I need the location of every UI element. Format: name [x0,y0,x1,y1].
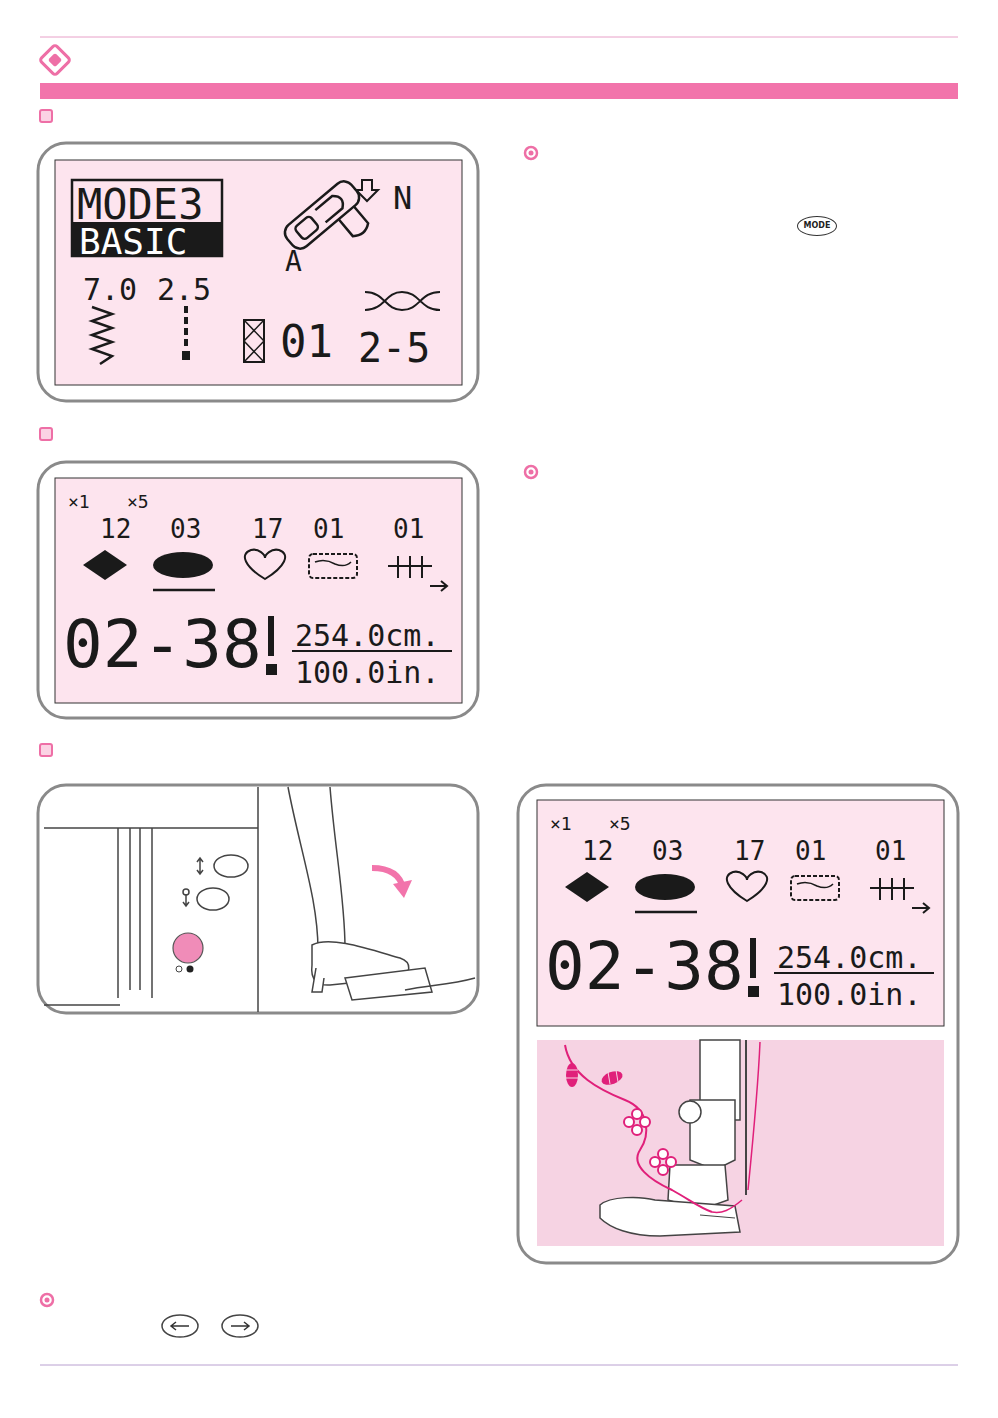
lcd-readout: MODE3 [77,184,203,226]
lcd-readout: ×5 [127,493,149,511]
lcd-readout: 254.0cm. [777,943,922,973]
lcd-screen: ×1 12 ×5 03 17 01 01 02-38 254.0cm. 100.0in. [55,478,462,703]
lcd-readout: N [393,182,412,214]
lcd-readout: ×5 [609,815,631,833]
mode-button: MODE [797,216,837,236]
lcd-readout: 2.5 [157,275,211,305]
lcd-readout: ×1 [550,815,572,833]
lcd-readout: 100.0in. [295,658,440,688]
lcd-readout: 01 [875,838,906,864]
lcd-readout: 03 [652,838,683,864]
lcd-readout: 12 [582,838,613,864]
lcd-readout: BASIC [79,224,187,260]
lcd-screen: MODE3BASIC N A 7.0 2.5 01 2-5 [55,160,462,385]
lcd-readout: 17 [252,516,283,542]
lcd-readout: 02-38 [545,934,744,1000]
lcd-readout: 12 [100,516,131,542]
lcd-readout: 100.0in. [777,980,922,1010]
lcd-readout: 01 [795,838,826,864]
lcd-readout: 01 [280,320,333,364]
button-label: MODE [804,222,831,230]
lcd-screen: ×1 12 ×5 03 17 01 01 02-38 254.0cm. 100.0in. [537,800,944,1026]
lcd-readout: A [285,248,302,276]
lcd-readout: 7.0 [83,275,137,305]
lcd-readout: ×1 [68,493,90,511]
lcd-readout: 01 [313,516,344,542]
lcd-readout: 17 [734,838,765,864]
lcd-readout: 02-38 [63,612,262,678]
lcd-readout: 2-5 [358,328,430,368]
lcd-readout: 254.0cm. [295,621,440,651]
lcd-readout: 03 [170,516,201,542]
lcd-readout: 01 [393,516,424,542]
